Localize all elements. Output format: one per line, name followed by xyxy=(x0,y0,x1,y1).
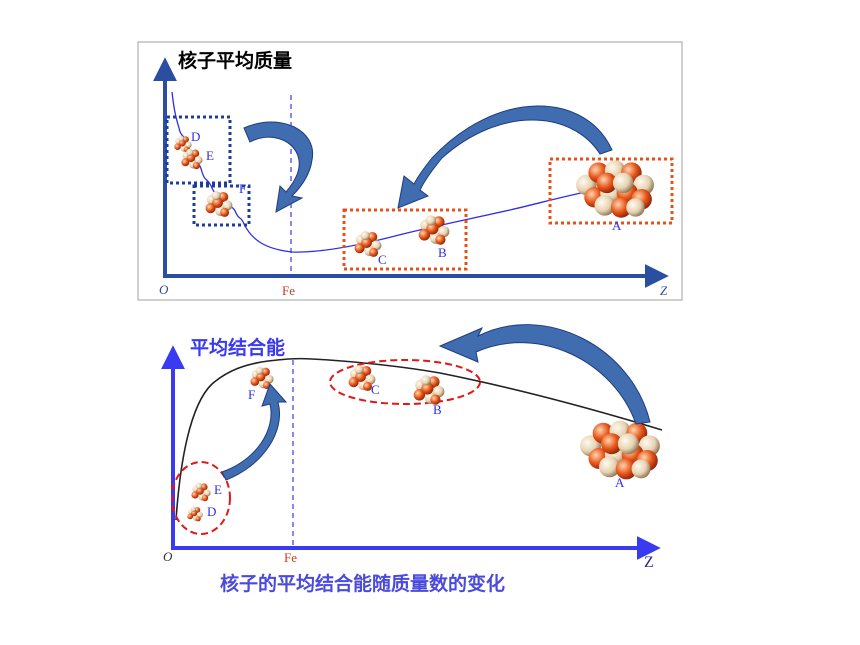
top-title: 核子平均质量 xyxy=(178,49,292,72)
top-label-E: E xyxy=(206,148,214,163)
top-box-DE xyxy=(165,115,232,185)
bottom-curve xyxy=(175,357,663,521)
bottom-arrow-fission xyxy=(438,324,651,425)
top-box-BC xyxy=(342,208,468,271)
top-label-A: A xyxy=(612,218,622,233)
top-label-B: B xyxy=(438,245,447,260)
top-arrow-fusion xyxy=(243,121,314,213)
bottom-fe-label: Fe xyxy=(284,550,297,565)
bottom-panel: 平均结合能 O Z Fe E D F C B A 核子的平均结合能随质量数的变化 xyxy=(161,324,663,595)
top-label-F: F xyxy=(239,181,246,196)
top-origin-label: O xyxy=(159,282,169,297)
top-x-axis-label: Z xyxy=(660,283,668,298)
bottom-label-C: C xyxy=(371,382,380,397)
top-fe-label: Fe xyxy=(282,283,295,298)
bottom-nucleus-B xyxy=(413,375,445,405)
top-panel: 核子平均质量 O Z Fe D E F C B A xyxy=(137,41,683,301)
top-label-C: C xyxy=(378,252,387,267)
bottom-origin-label: O xyxy=(163,549,173,564)
top-arrow-fission xyxy=(397,105,613,209)
bottom-nucleus-E xyxy=(191,482,211,502)
bottom-nucleus-D xyxy=(187,506,203,522)
bottom-nucleus-A xyxy=(580,420,660,480)
bottom-ellipse-DE xyxy=(171,461,231,535)
bottom-ellipse-BC xyxy=(329,359,481,405)
bottom-caption: 核子的平均结合能随质量数的变化 xyxy=(220,572,505,595)
bottom-label-F: F xyxy=(248,387,255,402)
bottom-label-D: D xyxy=(207,504,216,519)
top-label-D: D xyxy=(191,129,200,144)
bottom-title: 平均结合能 xyxy=(190,336,285,359)
bottom-x-axis-label: Z xyxy=(644,554,654,571)
top-box-F xyxy=(192,184,251,227)
bottom-arrow-fusion xyxy=(221,383,288,481)
bottom-label-E: E xyxy=(214,482,222,497)
bottom-label-A: A xyxy=(615,475,625,490)
top-box-A xyxy=(548,157,674,225)
bottom-label-B: B xyxy=(433,402,442,417)
